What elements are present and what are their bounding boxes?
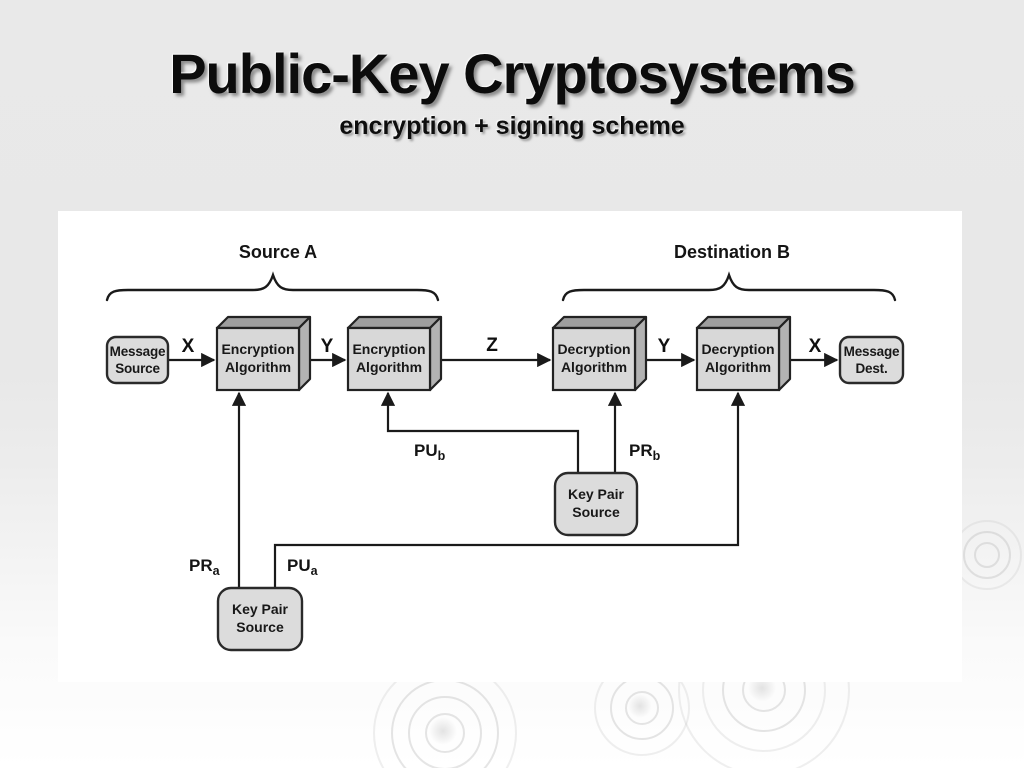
ripple-ring bbox=[610, 676, 674, 740]
node-key-pair-source-a: Key Pair Source bbox=[216, 586, 304, 652]
ripple-core bbox=[628, 694, 652, 718]
node-label-line1: Encryption bbox=[221, 341, 294, 357]
brace-destination-b bbox=[561, 271, 897, 302]
node-face-side bbox=[777, 315, 792, 392]
node-label-line1: Key Pair bbox=[232, 601, 289, 617]
node-encryption-algorithm-1: Encryption Algorithm bbox=[215, 315, 312, 392]
page-title: Public-Key Cryptosystems bbox=[169, 42, 856, 105]
node-shape bbox=[838, 335, 905, 385]
node-decryption-algorithm-1: Decryption Algorithm bbox=[551, 315, 648, 392]
node-shape bbox=[215, 326, 301, 392]
ripple-core bbox=[429, 717, 457, 745]
node-face-side bbox=[428, 315, 443, 392]
node-face-top bbox=[551, 315, 648, 330]
node-label-line2: Algorithm bbox=[356, 359, 422, 375]
node-face-side bbox=[297, 315, 312, 392]
key-label-pu-b: PUb bbox=[414, 441, 446, 463]
node-label-line1: Decryption bbox=[557, 341, 630, 357]
node-label-line1: Encryption bbox=[352, 341, 425, 357]
node-shape bbox=[105, 335, 170, 385]
ripple-ring bbox=[408, 696, 482, 768]
cryptosystem-diagram: Source A Destination B X Y Z Y X PUb PRb… bbox=[105, 242, 905, 652]
node-message-source: Message Source bbox=[105, 335, 170, 385]
flow-label-z: Z bbox=[486, 335, 498, 356]
wire-pu-b bbox=[380, 391, 580, 473]
ripple-ring bbox=[625, 691, 659, 725]
group-label-source-a: Source A bbox=[239, 242, 317, 262]
key-label-pu-a: PUa bbox=[287, 556, 319, 578]
node-shape bbox=[551, 326, 637, 392]
node-key-pair-source-b: Key Pair Source bbox=[553, 471, 639, 537]
node-label-line2: Algorithm bbox=[561, 359, 627, 375]
flow-label-y-sign: Y bbox=[321, 336, 334, 357]
node-face-side bbox=[633, 315, 648, 392]
node-label-line2: Dest. bbox=[855, 361, 887, 376]
node-decryption-algorithm-2: Decryption Algorithm bbox=[695, 315, 792, 392]
node-label-line1: Message bbox=[844, 344, 900, 359]
group-label-destination-b: Destination B bbox=[674, 242, 790, 262]
brace-source-a bbox=[105, 271, 440, 302]
page-subtitle: encryption + signing scheme bbox=[339, 112, 685, 140]
node-label-line2: Source bbox=[236, 619, 284, 635]
node-shape bbox=[216, 586, 304, 652]
wire-pu-a bbox=[273, 391, 746, 588]
node-shape bbox=[346, 326, 432, 392]
node-message-dest: Message Dest. bbox=[838, 335, 905, 385]
node-label-line2: Algorithm bbox=[705, 359, 771, 375]
ripple-ring bbox=[391, 679, 499, 768]
flow-label-x-in: X bbox=[182, 336, 195, 357]
ripple-ring bbox=[974, 542, 1000, 568]
node-shape bbox=[553, 471, 639, 537]
node-face-top bbox=[215, 315, 312, 330]
node-label-line1: Message bbox=[110, 344, 166, 359]
diagram-panel: Source A Destination B X Y Z Y X PUb PRb… bbox=[58, 211, 962, 682]
key-label-pr-b: PRb bbox=[629, 441, 661, 463]
node-label-line2: Source bbox=[572, 504, 620, 520]
key-label-pr-a: PRa bbox=[189, 556, 221, 578]
flow-label-y-out: Y bbox=[658, 336, 671, 357]
node-label-line1: Decryption bbox=[701, 341, 774, 357]
flow-label-x-out: X bbox=[809, 336, 822, 357]
node-face-top bbox=[695, 315, 792, 330]
node-label-line2: Algorithm bbox=[225, 359, 291, 375]
node-face-top bbox=[346, 315, 443, 330]
node-shape bbox=[695, 326, 781, 392]
ripple-ring bbox=[963, 531, 1011, 579]
node-label-line2: Source bbox=[115, 361, 160, 376]
node-encryption-algorithm-2: Encryption Algorithm bbox=[346, 315, 443, 392]
ripple-ring bbox=[952, 520, 1022, 590]
node-label-line1: Key Pair bbox=[568, 486, 625, 502]
ripple-ring bbox=[425, 713, 465, 753]
